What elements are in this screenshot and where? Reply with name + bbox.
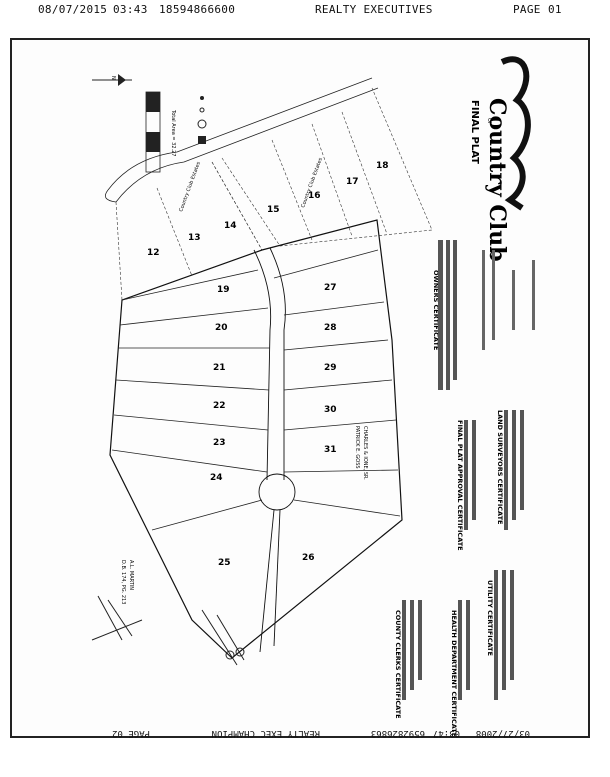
adjoiner-name: A.L. MARTIN <box>128 560 134 590</box>
final-plat-approval-certificate: FINAL PLAT APPROVAL CERTIFICATE <box>456 420 464 551</box>
owner-ref-2: PATRICK E. GOSS <box>354 426 360 469</box>
lot-number: 18 <box>376 161 389 171</box>
adjoiner-ref: D.B. 174, PG. 213 <box>120 560 126 604</box>
owners-certificate: OWNERS CERTIFICATE <box>432 270 440 350</box>
lot-number: 21 <box>213 363 226 373</box>
land-surveyors-certificate: LAND SURVEYORS CERTIFICATE <box>496 410 504 524</box>
county-clerks-certificate: COUNTY CLERKS CERTIFICATE <box>394 610 402 719</box>
fax-date: 08/07/2015 <box>38 3 108 16</box>
lot-number: 27 <box>324 283 337 293</box>
center-road <box>253 247 296 653</box>
lot-number: 25 <box>218 558 231 568</box>
title-final-plat: FINAL PLAT <box>469 100 480 164</box>
lot-number: 26 <box>302 553 315 563</box>
lot-number: 29 <box>324 363 337 373</box>
title-of: OF <box>486 118 492 125</box>
health-department-certificate: HEALTH DEPARTMENT CERTIFICATE <box>450 610 458 736</box>
footer-page: PAGE 02 <box>112 728 150 738</box>
footer-company: REALTY EXEC CHAMPION <box>211 728 320 738</box>
utility-certificate: UTILITY CERTIFICATE <box>486 580 494 656</box>
fax-page-label: PAGE <box>513 3 541 16</box>
lot-number: 12 <box>147 248 160 258</box>
fax-time: 03:43 <box>113 3 148 16</box>
lot-number: 15 <box>267 205 280 215</box>
fax-phone: 18594866600 <box>159 3 236 16</box>
lot-number: 28 <box>324 323 337 333</box>
legend-block: N Total Area = 32.27 <box>92 74 207 173</box>
subdivision-label-left: Country Club Estates <box>178 161 202 213</box>
fax-company: REALTY EXECUTIVES <box>315 3 433 16</box>
lot-number: 31 <box>324 445 337 455</box>
lot-number: 22 <box>213 401 226 411</box>
fax-page-number: 01 <box>548 3 562 16</box>
north-arrow-icon <box>118 74 126 86</box>
lot-lines-right <box>273 249 401 517</box>
lot-number: 20 <box>215 323 228 333</box>
title-block: FINAL PLAT OF Country Club <box>469 56 531 262</box>
adjoining-lots <box>115 87 433 301</box>
total-area: Total Area = 32.27 <box>170 109 176 156</box>
lot-number: 23 <box>213 438 226 448</box>
fax-header: 08/07/2015 03:43 18594866600 REALTY EXEC… <box>0 0 610 22</box>
lot-number: 19 <box>217 285 230 295</box>
lot-number: 17 <box>346 177 359 187</box>
fax-footer-inverted: 03/27/2008 03:47 6592826863 REALTY EXEC … <box>0 722 610 740</box>
top-road <box>104 77 379 203</box>
lot-number: 13 <box>188 233 201 243</box>
footer-date: 03/27/2008 <box>475 728 530 738</box>
certificates: OWNERS CERTIFICATE FINAL PLAT APPROVAL C… <box>394 240 535 737</box>
plat-sheet: N Total Area = 32.27 FINAL PLAT OF Count… <box>10 38 590 738</box>
lot-number: 30 <box>324 405 337 415</box>
lot-number: 16 <box>308 191 321 201</box>
sketch-mark <box>91 595 245 666</box>
subdivision-boundary <box>109 219 403 659</box>
footer-phone: 6592826863 <box>370 728 425 738</box>
legend-symbols <box>197 96 207 144</box>
north-label: N <box>110 76 116 80</box>
lot-labels: 12 13 14 15 16 17 18 19 20 21 22 23 24 2… <box>147 161 389 568</box>
lot-number: 14 <box>224 221 237 231</box>
plat-drawing: N Total Area = 32.27 FINAL PLAT OF Count… <box>91 56 535 737</box>
title-country-club: Country Club <box>484 98 510 262</box>
owner-ref: CHARLES & IONE, SR. <box>362 426 368 480</box>
logo-swash-icon <box>500 56 531 211</box>
lot-number: 24 <box>210 473 223 483</box>
footer-time: 03:47 <box>432 728 460 738</box>
lot-lines-left <box>111 269 270 531</box>
